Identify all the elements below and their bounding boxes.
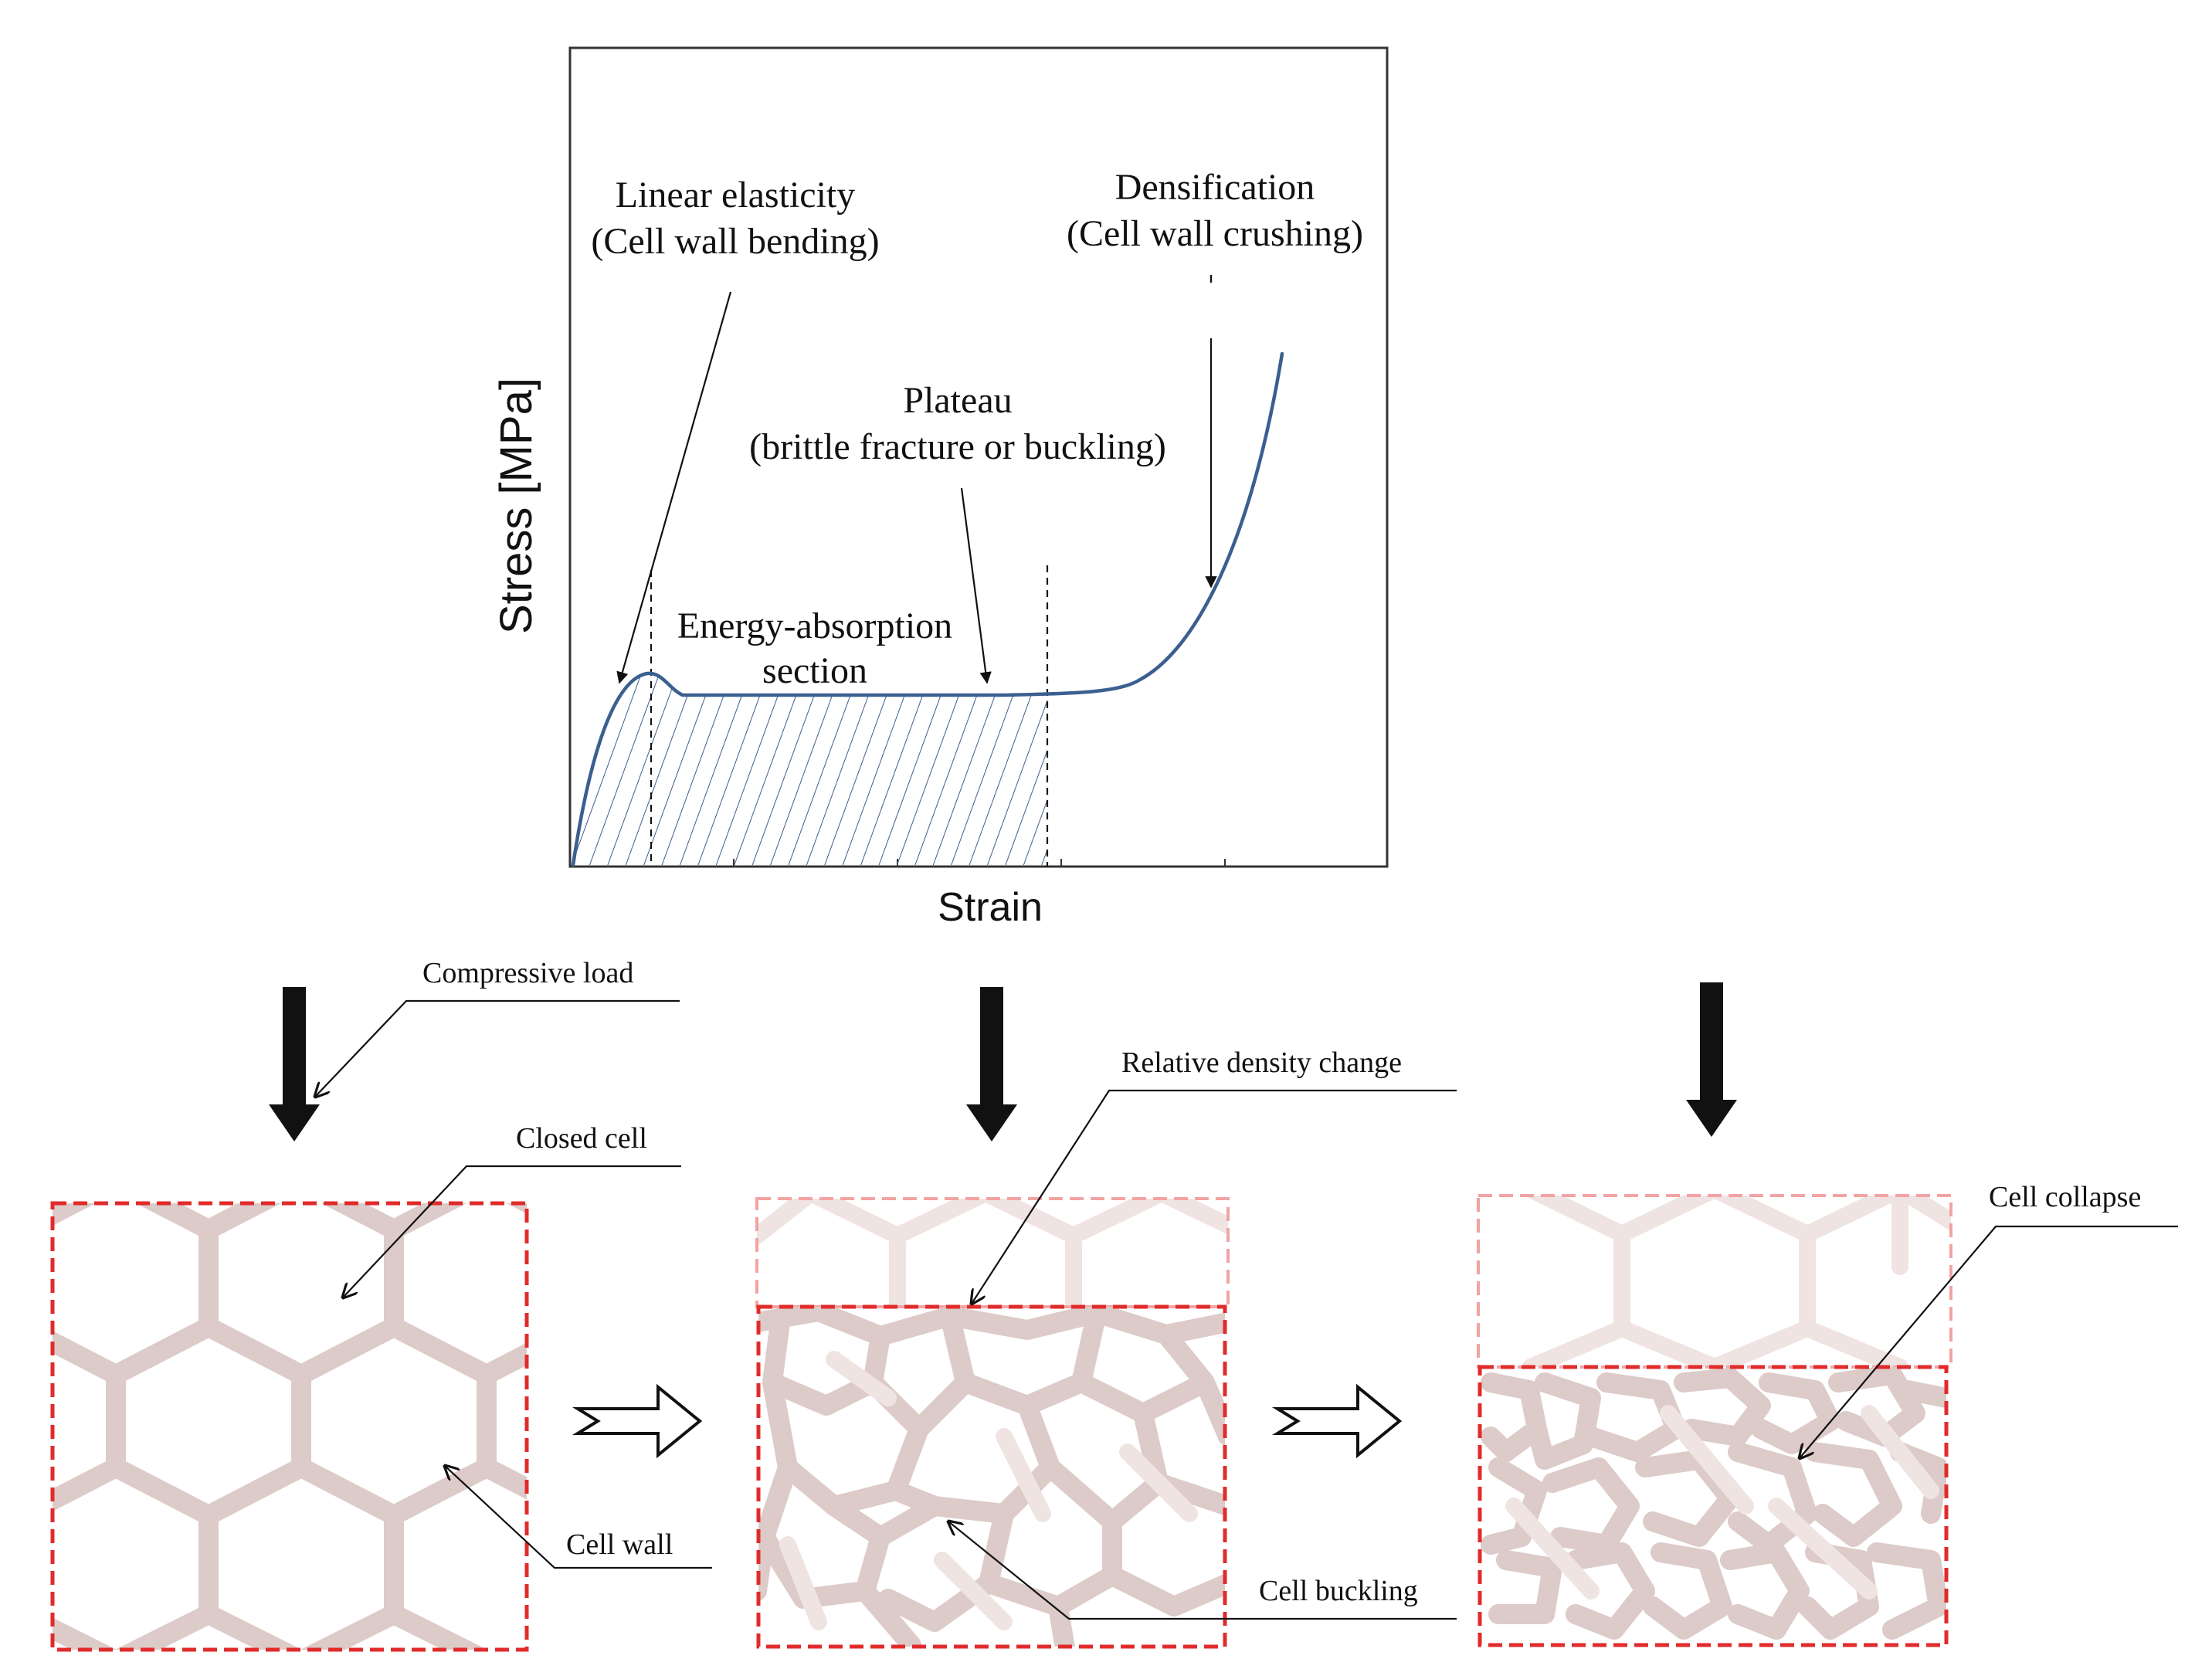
transition-arrow-1-icon xyxy=(572,1383,703,1459)
relative-density-change-label: Relative density change xyxy=(1121,1047,1402,1079)
transition-arrow-2-icon xyxy=(1271,1383,1403,1459)
collapse-original-outline xyxy=(1522,1196,1951,1367)
compressive-load-callout: Compressive load xyxy=(315,957,680,1097)
stress-strain-curve xyxy=(571,351,1284,867)
intact-honeycomb xyxy=(53,1203,527,1650)
cell-wall-leader xyxy=(445,1466,712,1569)
cell-collapse-label: Cell collapse xyxy=(1989,1181,2141,1213)
closed-cell-label: Closed cell xyxy=(516,1122,647,1155)
buckled-honeycomb xyxy=(758,1307,1225,1647)
plot-frame xyxy=(568,46,1389,868)
stage-buckling-cells: Relative density change Cell buckling xyxy=(755,1047,1457,1649)
closed-cell-leader xyxy=(343,1165,681,1298)
cell-wall-bending-label: (Cell wall bending) xyxy=(591,221,879,262)
compressive-load-leader xyxy=(315,999,680,1097)
cell-buckling-leader xyxy=(948,1521,1457,1620)
cell-wall-label: Cell wall xyxy=(566,1528,673,1561)
brittle-fracture-label: (brittle fracture or buckling) xyxy=(749,426,1166,467)
compressive-load-label: Compressive load xyxy=(422,957,633,989)
stress-strain-graph: Stress [MPa] Strain Linear elasticity (C… xyxy=(491,46,1389,930)
compressive-load-arrows xyxy=(269,982,1737,1142)
energy-absorption-label: Energy-absorption xyxy=(677,606,952,646)
stage-collapsed-cells: Cell collapse xyxy=(1477,1181,2178,1647)
buckling-original-box xyxy=(755,1197,1230,1308)
plateau-arrow xyxy=(960,487,992,684)
linear-elasticity-label: Linear elasticity xyxy=(616,175,856,215)
collapsed-honeycomb xyxy=(1481,1367,1946,1640)
cell-collapse-leader xyxy=(1800,1225,2178,1458)
intact-cells-box xyxy=(50,1201,529,1652)
cell-buckling-label: Cell buckling xyxy=(1259,1575,1418,1607)
energy-absorption-area xyxy=(573,673,1047,865)
load-arrow-2-icon xyxy=(966,987,1017,1142)
relative-density-leader xyxy=(972,1089,1457,1304)
y-axis-label: Stress [MPa] xyxy=(491,378,541,634)
linear-elasticity-arrow xyxy=(616,291,732,684)
collapse-original-box xyxy=(1477,1194,1952,1369)
cell-wall-crushing-label: (Cell wall crushing) xyxy=(1067,213,1363,254)
x-axis-label: Strain xyxy=(938,885,1043,930)
energy-section-label: section xyxy=(762,650,867,691)
stage-intact-cells: Closed cell Cell wall xyxy=(50,1122,712,1652)
densification-label: Densification xyxy=(1115,167,1315,208)
plateau-label: Plateau xyxy=(903,380,1012,421)
load-arrow-1-icon xyxy=(269,987,320,1142)
collapsed-cells-box xyxy=(1477,1365,1949,1647)
buckling-cells-box xyxy=(756,1304,1227,1649)
load-arrow-3-icon xyxy=(1686,982,1737,1137)
